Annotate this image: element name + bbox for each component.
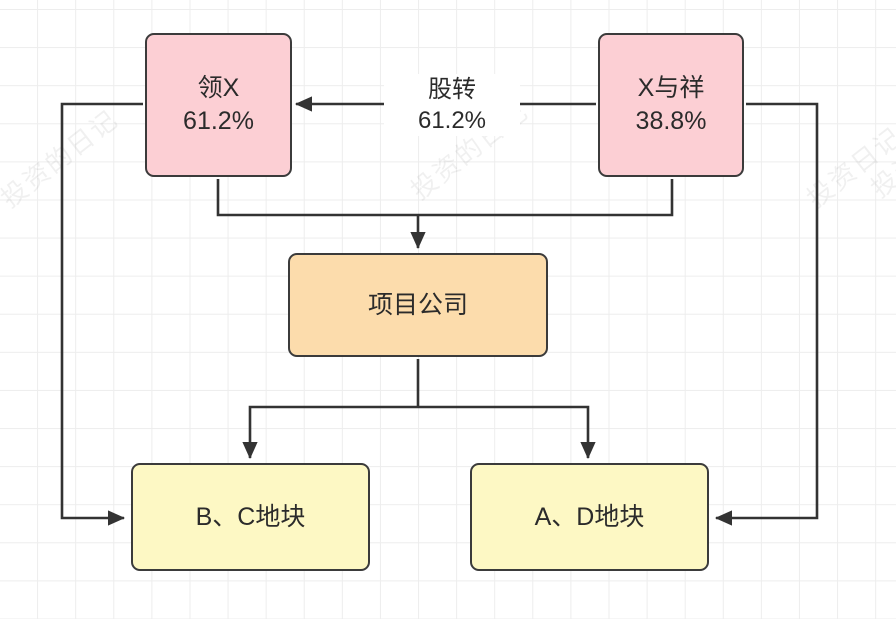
node-plot-ad[interactable]: A、D地块 bbox=[470, 463, 709, 571]
edge-label-equity-transfer-line1: 股转 bbox=[428, 76, 476, 103]
node-plot-bc-title: B、C地块 bbox=[195, 502, 306, 531]
edge-lingx-to-bc bbox=[60, 102, 143, 526]
node-project-company-title: 项目公司 bbox=[367, 290, 468, 319]
watermark: 投资日记 bbox=[865, 110, 896, 204]
edge-project-to-ad bbox=[418, 405, 596, 460]
edge-lingx-to-bus bbox=[216, 179, 418, 217]
node-lingx[interactable]: 领X 61.2% bbox=[145, 33, 292, 177]
watermark: 投资日记 bbox=[801, 120, 896, 214]
node-lingx-percent: 61.2% bbox=[183, 107, 254, 135]
watermark: 投资的日记 bbox=[0, 103, 124, 214]
node-plot-ad-title: A、D地块 bbox=[534, 502, 645, 531]
node-lingx-title: 领X bbox=[197, 74, 240, 102]
node-plot-bc[interactable]: B、C地块 bbox=[131, 463, 370, 571]
node-xyuxiang[interactable]: X与祥 38.8% bbox=[598, 33, 744, 177]
edge-label-equity-transfer-line2: 61.2% bbox=[417, 107, 487, 135]
edge-xyuxiang-to-bus bbox=[418, 179, 674, 217]
node-project-company[interactable]: 项目公司 bbox=[288, 253, 548, 357]
node-xyuxiang-title: X与祥 bbox=[637, 74, 705, 102]
edge-label-equity-transfer: 股转 61.2% bbox=[384, 74, 520, 137]
node-xyuxiang-percent: 38.8% bbox=[635, 107, 707, 135]
edge-project-to-bc bbox=[242, 405, 418, 460]
